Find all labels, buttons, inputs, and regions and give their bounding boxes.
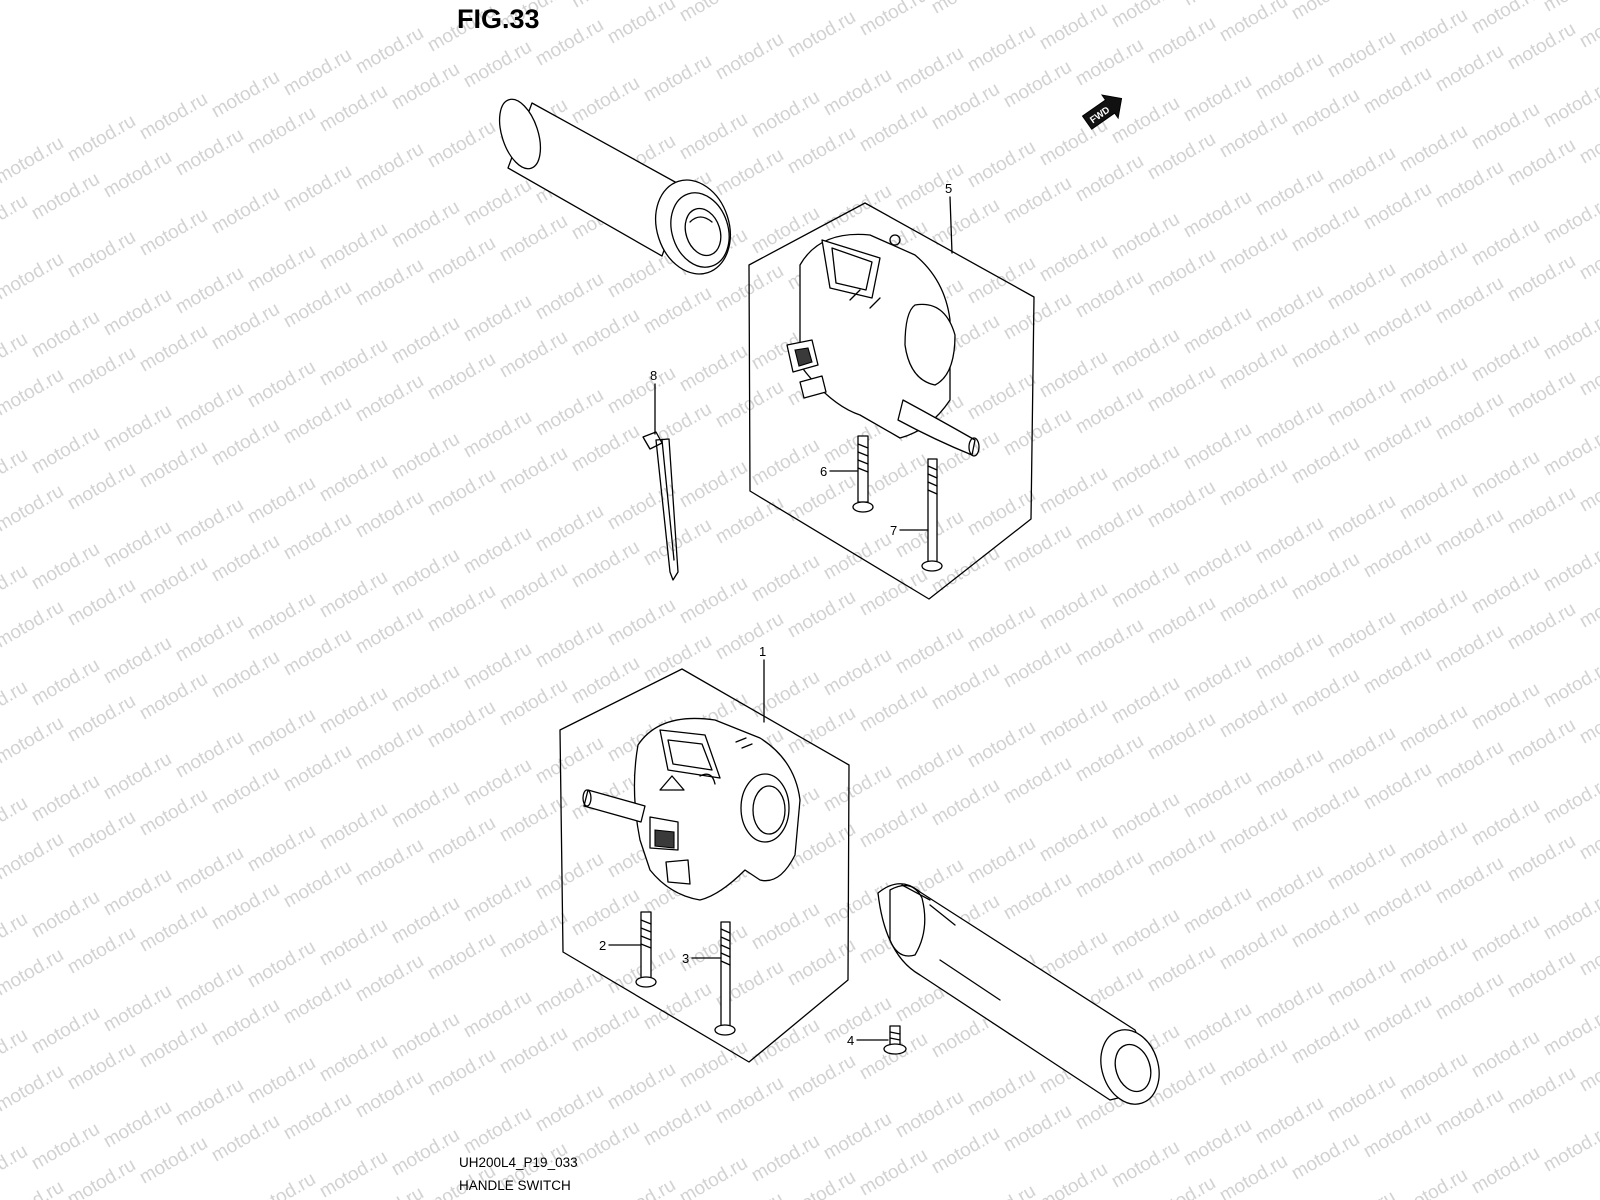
screw-3 bbox=[714, 921, 736, 1036]
callout-8: 8 bbox=[650, 368, 657, 383]
callout-2: 2 bbox=[599, 938, 606, 953]
figure-code: UH200L4_P19_033 bbox=[459, 1155, 578, 1170]
callout-7: 7 bbox=[890, 523, 897, 538]
switch-box-right bbox=[748, 202, 1035, 600]
figure-name: HANDLE SWITCH bbox=[459, 1178, 571, 1193]
switch-box-left bbox=[559, 668, 850, 1063]
switch-housing-left bbox=[582, 717, 801, 901]
screw-4 bbox=[883, 1025, 907, 1055]
cable-tie bbox=[642, 431, 679, 581]
callout-labels: 1 2 3 4 5 6 7 8 bbox=[599, 181, 952, 1048]
callout-6: 6 bbox=[820, 464, 827, 479]
figure-title: FIG.33 bbox=[457, 4, 540, 34]
leader-lines bbox=[608, 196, 953, 1041]
fwd-arrow-icon: FWD bbox=[1081, 94, 1123, 130]
callout-5: 5 bbox=[945, 181, 952, 196]
grip-bottom bbox=[877, 883, 1160, 1105]
screw-7 bbox=[921, 458, 943, 572]
callout-1: 1 bbox=[759, 644, 766, 659]
grip-top bbox=[498, 98, 731, 275]
switch-housing-right bbox=[786, 233, 980, 457]
screw-2 bbox=[635, 911, 657, 988]
callout-3: 3 bbox=[682, 951, 689, 966]
callout-4: 4 bbox=[847, 1033, 854, 1048]
screw-6 bbox=[852, 435, 874, 513]
